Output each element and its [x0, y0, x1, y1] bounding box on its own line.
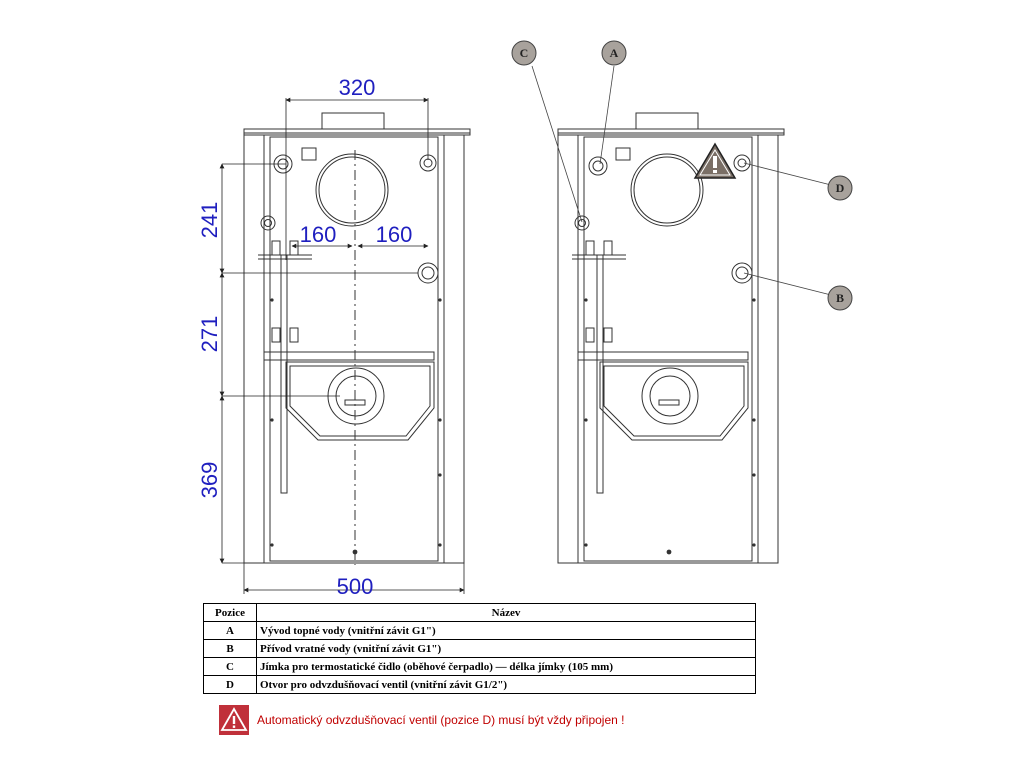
table-row: D Otvor pro odvzdušňovací ventil (vnitřn… — [203, 675, 756, 694]
callout-d: D — [827, 175, 853, 201]
dimension-369: 369 — [197, 462, 222, 499]
row-name: Jímka pro termostatické čidlo (oběhové č… — [256, 657, 756, 676]
svg-text:B: B — [836, 291, 844, 305]
svg-text:C: C — [520, 46, 529, 60]
row-position: C — [203, 657, 257, 676]
dimension-241: 241 — [197, 202, 222, 239]
svg-text:A: A — [610, 46, 619, 60]
dimension-320: 320 — [339, 75, 376, 100]
header-position: Pozice — [203, 603, 257, 622]
callout-a: A — [601, 40, 627, 66]
svg-text:D: D — [836, 181, 845, 195]
table-header-row: Pozice Název — [203, 603, 756, 622]
row-position: B — [203, 639, 257, 658]
table-row: C Jímka pro termostatické čidlo (oběhové… — [203, 657, 756, 676]
dimension-271: 271 — [197, 316, 222, 353]
dimension-160-left: 160 — [300, 222, 337, 247]
row-position: D — [203, 675, 257, 694]
left-dimension-lines — [219, 97, 465, 594]
warning-icon — [219, 705, 249, 735]
position-legend-table: Pozice Název A Vývod topné vody (vnitřní… — [203, 603, 756, 694]
row-name: Otvor pro odvzdušňovací ventil (vnitřní … — [256, 675, 756, 694]
right-boiler-view — [557, 112, 785, 564]
callout-leaders — [531, 65, 836, 297]
left-boiler-view — [243, 112, 471, 564]
warning-triangle-icon — [693, 142, 737, 179]
right-screws — [584, 298, 756, 555]
callout-b: B — [827, 285, 853, 311]
header-name: Název — [256, 603, 756, 622]
boiler-rear-view-diagram: 320 160 160 241 271 369 500 — [197, 40, 853, 599]
row-position: A — [203, 621, 257, 640]
warning-text: Automatický odvzdušňovací ventil (pozice… — [257, 713, 625, 727]
row-name: Vývod topné vody (vnitřní závit G1") — [256, 621, 756, 640]
warning-note: Automatický odvzdušňovací ventil (pozice… — [219, 705, 625, 735]
dimension-160-right: 160 — [376, 222, 413, 247]
table-row: A Vývod topné vody (vnitřní závit G1") — [203, 621, 756, 640]
callout-c: C — [511, 40, 537, 66]
table-row: B Přívod vratné vody (vnitřní závit G1") — [203, 639, 756, 658]
dimension-500: 500 — [337, 574, 374, 599]
row-name: Přívod vratné vody (vnitřní závit G1") — [256, 639, 756, 658]
left-screws — [270, 298, 442, 555]
